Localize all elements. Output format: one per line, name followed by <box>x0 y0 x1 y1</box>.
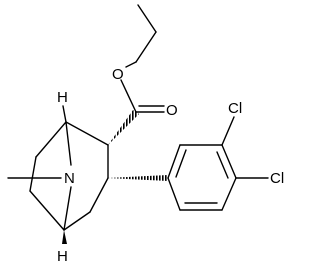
bond-oxygen-carbonyl-carbon <box>120 79 137 113</box>
bond-c1-n <box>65 121 72 166</box>
chemical-structure: O O N Cl Cl H H <box>7 4 284 265</box>
bond-aryl-6 <box>167 177 181 211</box>
bond-ethyl-ch2 <box>135 31 157 63</box>
bond-c1-h <box>62 105 67 123</box>
bond-c7-c6 <box>29 156 37 192</box>
bond-ch2-oxygen <box>125 61 137 68</box>
bond-n-c5 <box>63 186 72 231</box>
wedge-c5-h <box>62 230 67 244</box>
bond-aryl-cl-upper <box>221 116 235 146</box>
atom-label-hydrogen-lower: H <box>57 248 68 265</box>
bond-aryl-4 <box>221 177 237 211</box>
atom-label-nitrogen: N <box>64 170 75 187</box>
bond-c6-c5 <box>29 190 65 231</box>
bond-aryl-1-inner <box>175 149 187 178</box>
bond-c3-c4 <box>89 177 109 213</box>
atom-label-hydrogen-upper: H <box>57 89 68 106</box>
bond-aryl-3-inner <box>216 151 229 179</box>
bond-c4-c5 <box>63 211 91 231</box>
hashed-wedge-c2-ester <box>108 110 139 145</box>
bond-ethyl-ch3 <box>137 4 157 33</box>
atom-label-oxygen-carbonyl: O <box>166 102 178 119</box>
bond-c1-c2 <box>65 121 109 146</box>
bond-c1-c7 <box>35 121 67 158</box>
atom-label-oxygen-ester: O <box>112 66 124 83</box>
bond-aryl-3 <box>221 144 237 179</box>
atom-label-chlorine-lower: Cl <box>270 170 284 187</box>
bond-aryl-1 <box>167 144 181 179</box>
hashed-wedge-c3-aryl <box>108 175 168 181</box>
atom-label-chlorine-upper: Cl <box>228 100 242 117</box>
